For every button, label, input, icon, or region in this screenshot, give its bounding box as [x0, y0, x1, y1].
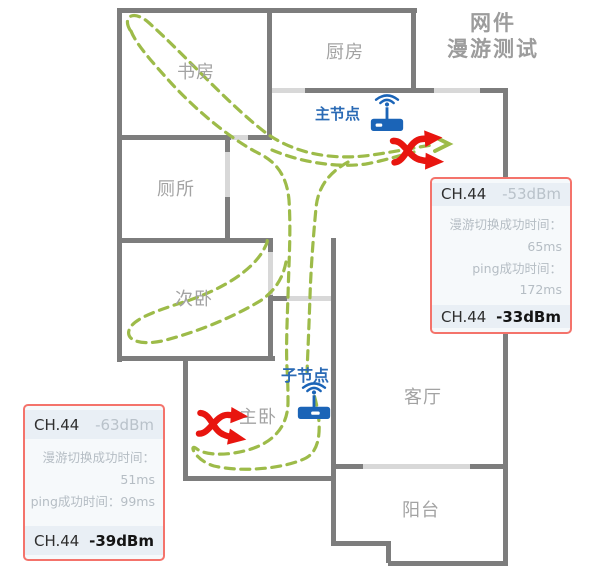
rssi-value: -39dBm — [89, 531, 154, 550]
wall-segment — [248, 135, 270, 140]
main-router-icon — [370, 94, 404, 132]
room-label-balcony: 阳台 — [402, 500, 440, 521]
wall-segment — [272, 296, 287, 301]
wall-segment — [117, 238, 270, 243]
ping-time-line: ping成功时间：99ms — [30, 493, 155, 509]
title-line1: 网件 — [470, 11, 516, 35]
wall-segment — [331, 238, 336, 546]
measurement-box-child-node: CH.44 -63dBm 漫游切换成功时间：51ms ping成功时间：99ms… — [23, 404, 165, 561]
channel-label: CH.44 — [441, 307, 487, 326]
wall-segment — [183, 356, 188, 481]
measurement-box-main-node: CH.44 -53dBm 漫游切换成功时间：65ms ping成功时间：172m… — [430, 177, 572, 334]
child-node-label: 子节点 — [281, 366, 330, 385]
wall-segment — [117, 356, 275, 361]
title-line2: 漫游测试 — [447, 37, 539, 61]
roam-switch-icon-top — [389, 130, 445, 170]
wall-segment — [183, 476, 333, 481]
door-segment — [272, 88, 305, 93]
roam-switch-icon-bottom — [195, 407, 248, 445]
roaming-path-hall — [270, 148, 416, 167]
measurement-before-row: CH.44 -53dBm — [432, 183, 570, 206]
wall-segment — [225, 137, 230, 152]
channel-label: CH.44 — [34, 531, 80, 550]
room-label-kitchen: 厨房 — [326, 42, 364, 63]
main-node-label: 主节点 — [315, 105, 361, 123]
roaming-stats: 漫游切换成功时间：65ms ping成功时间：172ms — [432, 210, 570, 302]
roaming-path-corridor-master — [129, 29, 321, 471]
measurement-after-row: CH.44 -39dBm — [25, 526, 163, 555]
room-label-living-room: 客厅 — [404, 387, 442, 408]
door-segment — [231, 135, 248, 140]
channel-label: CH.44 — [441, 185, 487, 204]
door-segment — [363, 464, 470, 469]
wall-segment — [268, 238, 273, 252]
wall-segment — [386, 541, 391, 563]
rssi-value: -33dBm — [496, 307, 561, 326]
rssi-value: -63dBm — [95, 415, 154, 434]
rssi-value: -53dBm — [502, 185, 561, 204]
roaming-path-corridor-right — [305, 160, 350, 374]
ping-time-line: ping成功时间：172ms — [472, 260, 562, 298]
path-arrowhead — [433, 135, 454, 153]
room-label-study: 书房 — [177, 62, 215, 83]
door-segment — [434, 88, 480, 93]
wall-segment — [470, 464, 508, 469]
wall-segment — [268, 295, 273, 358]
door-segment — [225, 152, 230, 197]
wall-segment — [267, 8, 272, 140]
wall-segment — [305, 88, 413, 93]
roam-time-line: 漫游切换成功时间：51ms — [42, 450, 155, 487]
room-label-second-bedroom: 次卧 — [175, 289, 213, 310]
room-label-master-bedroom: 主卧 — [239, 407, 277, 428]
roaming-path — [125, 13, 454, 471]
wall-segment — [117, 8, 122, 362]
measurement-before-row: CH.44 -63dBm — [25, 410, 163, 439]
roaming-path-study-out — [125, 13, 434, 159]
door-segment — [268, 252, 273, 295]
wall-segment — [411, 8, 416, 93]
wall-segment — [333, 464, 363, 469]
page-title: 网件 漫游测试 — [437, 10, 549, 62]
wall-segment — [225, 197, 230, 241]
measurement-after-row: CH.44 -33dBm — [432, 305, 570, 328]
roam-time-line: 漫游切换成功时间：65ms — [449, 216, 562, 254]
child-router-icon — [297, 382, 331, 420]
wall-segment — [480, 88, 508, 93]
wall-segment — [388, 561, 505, 566]
roaming-stats: 漫游切换成功时间：51ms ping成功时间：99ms — [25, 443, 163, 513]
wall-segment — [117, 135, 231, 140]
room-label-toilet: 厕所 — [157, 179, 195, 200]
wall-segment — [333, 541, 388, 546]
roaming-path-second-bedroom-loop — [127, 238, 288, 345]
wall-segment — [413, 88, 434, 93]
channel-label: CH.44 — [34, 415, 80, 434]
